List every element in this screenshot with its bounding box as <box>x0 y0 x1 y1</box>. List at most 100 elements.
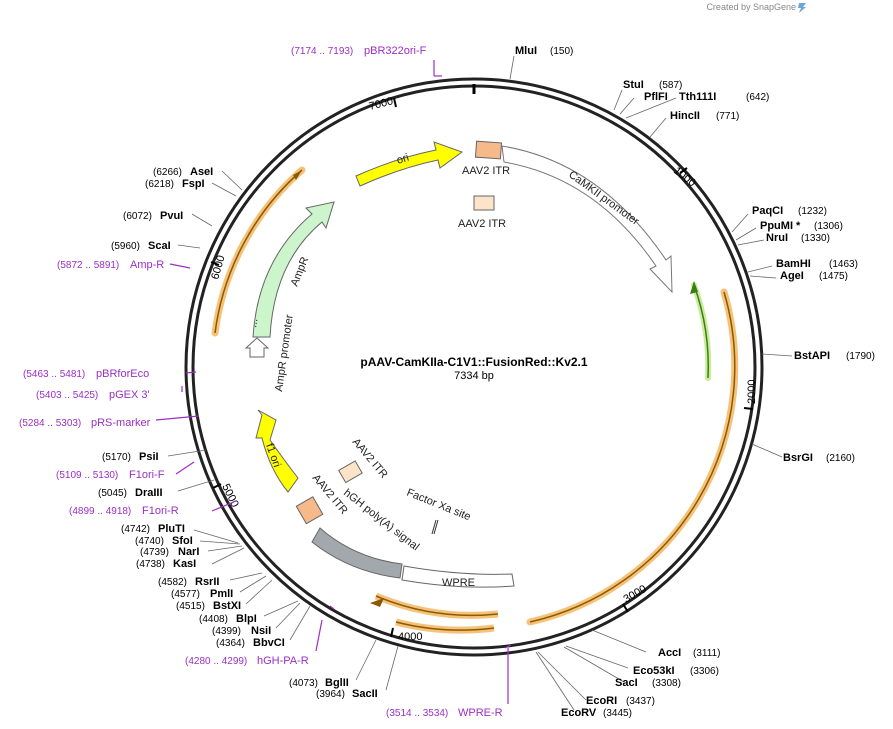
site-stui: StuI <box>623 79 644 91</box>
primer-amp-r: Amp-R <box>130 259 164 271</box>
aav2-itr-lower <box>295 496 324 525</box>
tick-label-2000: 2000 <box>746 380 758 404</box>
f1-ori-feature <box>255 409 299 493</box>
site-saci: SacI <box>615 677 638 689</box>
site-sacii: SacII <box>352 688 378 700</box>
orf-arrow-lower-1-line <box>375 595 499 617</box>
site-agei: AgeI <box>780 270 804 282</box>
site-eco53ki-pos: (3306) <box>690 666 719 677</box>
site-nrui-pos: (1330) <box>801 233 830 244</box>
site-pmli: PmlI <box>210 588 233 600</box>
wpre-feature <box>401 565 515 588</box>
aav2-itr-top <box>474 140 503 160</box>
primer-leader-lines <box>155 60 512 704</box>
site-rsrii: RsrII <box>195 576 219 588</box>
ampr-ellipsis: ... <box>247 317 260 328</box>
site-acci: AccI <box>658 647 681 659</box>
ampr-orf-arrowhead <box>293 170 302 180</box>
site-kasi-pos: (4738) <box>136 559 165 570</box>
site-stui-pos: (587) <box>659 80 682 91</box>
aav2-itr-inner <box>473 195 495 211</box>
site-ecori-pos: (3437) <box>626 696 655 707</box>
tick-label-7000: 7000 <box>368 95 395 113</box>
tick-mark-7000 <box>393 97 397 108</box>
primer-wpre-r: WPRE-R <box>458 707 503 719</box>
hgh-polya-feature <box>311 527 403 579</box>
fusionred-orf-arrowhead <box>690 281 698 294</box>
site-bglii: BglII <box>325 677 349 689</box>
orf-arrow-lower-1-head <box>370 598 384 607</box>
site-scai-pos: (5960) <box>111 241 140 252</box>
ampr-feature <box>252 201 335 338</box>
site-bbvci: BbvCI <box>253 637 285 649</box>
site-pvui-pos: (6072) <box>123 211 152 222</box>
tick-label-4000: 4000 <box>398 631 422 643</box>
site-sfoi-pos: (4740) <box>135 536 164 547</box>
factor-xa-label: Factor Xa site <box>405 487 472 524</box>
site-bbvci-pos: (4364) <box>216 638 245 649</box>
tick-mark-2000 <box>743 407 754 410</box>
primer-hgh-pa-r-pos: (4280 .. 4299) <box>185 656 247 667</box>
site-nrui: NruI <box>766 232 788 244</box>
plasmid-length: 7334 bp <box>454 370 494 382</box>
tick-mark-4000 <box>390 627 394 638</box>
primer-pgex3: pGEX 3' <box>109 389 150 401</box>
site-eco53ki: Eco53kI <box>633 665 675 677</box>
site-blpi-pos: (4408) <box>199 614 228 625</box>
ampr-promoter-label: AmpR promoter <box>273 314 296 393</box>
site-pflfi: PflFI <box>644 91 668 103</box>
primer-pbrforeco-pos: (5463 .. 5481) <box>23 369 85 380</box>
site-pluti-pos: (4742) <box>121 524 150 535</box>
site-blpi: BlpI <box>236 613 257 625</box>
site-bamhi-pos: (1463) <box>829 259 858 270</box>
site-bstxi: BstXI <box>213 600 241 612</box>
site-mlui-pos: (150) <box>550 46 573 57</box>
site-ppumi-pos: (1306) <box>814 221 843 232</box>
site-agei-pos: (1475) <box>819 271 848 282</box>
primer-pgex3-pos: (5403 .. 5425) <box>36 390 98 401</box>
site-hincii: HincII <box>670 110 700 122</box>
site-ppumi: PpuMI * <box>760 220 801 232</box>
aav2-itr-inner-label: AAV2 ITR <box>458 218 506 230</box>
ampr-promoter-feature <box>244 337 270 358</box>
site-acci-pos: (3111) <box>693 648 720 659</box>
site-paqci-pos: (1232) <box>798 206 827 217</box>
ori-label: ori <box>395 152 410 167</box>
fusionred-orf-line <box>693 284 710 379</box>
site-asei: AseI <box>190 166 213 178</box>
site-bamhi: BamHI <box>776 258 811 270</box>
primer-prs-marker-pos: (5284 .. 5303) <box>19 418 81 429</box>
camkii-promoter-label: CaMKII promoter <box>566 169 641 228</box>
site-fspi-pos: (6218) <box>145 179 174 190</box>
primer-pbr322ori-f: pBR322ori-F <box>364 45 427 57</box>
site-paqci: PaqCI <box>752 205 783 217</box>
primer-prs-marker: pRS-marker <box>91 417 151 429</box>
primer-pbrforeco: pBRforEco <box>96 368 149 380</box>
site-psii: PsiI <box>139 451 159 463</box>
plasmid-name: pAAV-CamKIIa-C1V1::FusionRed::Kv2.1 <box>360 355 587 369</box>
tick-mark-1000 <box>679 167 688 174</box>
site-pvui: PvuI <box>160 210 183 222</box>
tick-mark-3000 <box>622 603 629 613</box>
site-pluti: PluTI <box>158 523 185 535</box>
site-tth111i: Tth111I <box>679 91 716 103</box>
primer-hgh-pa-r: hGH-PA-R <box>257 655 309 667</box>
site-bstxi-pos: (4515) <box>176 601 205 612</box>
primer-amp-r-pos: (5872 .. 5891) <box>57 260 119 271</box>
site-draiii: DraIII <box>135 487 163 499</box>
site-pmli-pos: (4577) <box>171 589 200 600</box>
snapgene-logo-icon <box>798 3 806 13</box>
tick-mark-6000 <box>210 261 220 266</box>
aav2-itr-inner-lower <box>338 460 363 484</box>
site-asei-pos: (6266) <box>153 167 182 178</box>
site-bsrgi: BsrGI <box>783 452 813 464</box>
tick-mark-5000 <box>212 483 222 489</box>
site-sacii-pos: (3964) <box>316 689 345 700</box>
site-ecorv-pos: (3445) <box>603 708 632 719</box>
primer-f1ori-r-pos: (4899 .. 4918) <box>69 506 131 517</box>
ori-feature <box>355 141 464 187</box>
orf-arrow-lower-2-line <box>395 621 495 631</box>
primer-f1ori-f: F1ori-F <box>129 469 165 481</box>
site-nari: NarI <box>178 546 199 558</box>
